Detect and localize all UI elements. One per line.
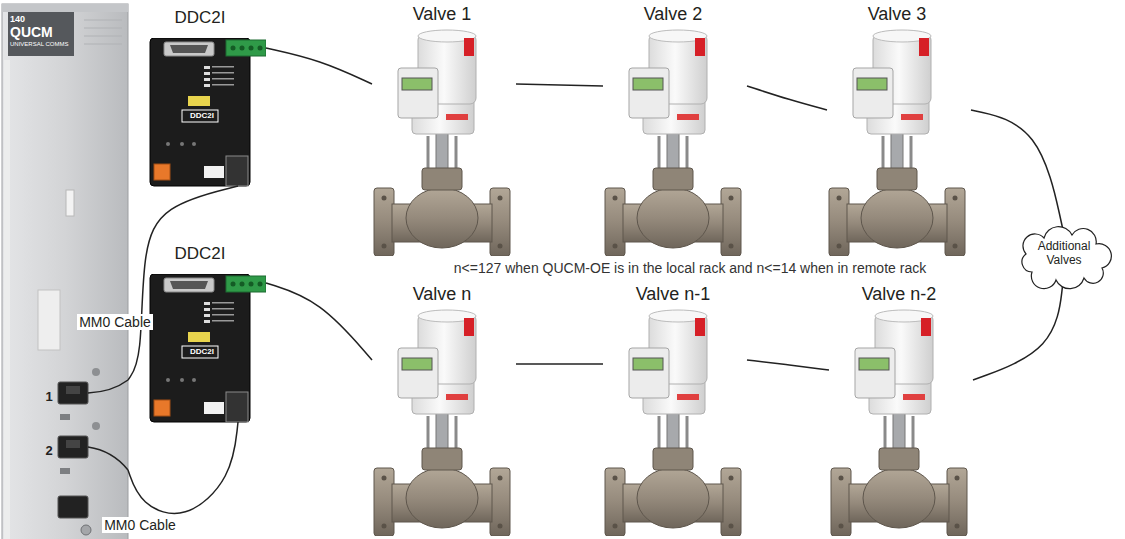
valve: Valve n (372, 284, 516, 536)
module-subtitle: UNIVERSAL COMMS (10, 41, 74, 48)
valve-drawing (829, 30, 965, 256)
cloud-label: Additional Valves (1024, 240, 1104, 268)
cable-label: MM0 Cable (77, 314, 153, 330)
valve: Valve n-2 (829, 284, 973, 536)
port-number: 2 (42, 444, 56, 459)
valve-label: Valve n-2 (829, 284, 969, 305)
wire (973, 282, 1063, 380)
cable (128, 422, 238, 513)
wire (747, 86, 827, 110)
device-badge: DDC2I (184, 347, 220, 356)
cable-label: MM0 Cable (102, 517, 178, 533)
vent-line (84, 28, 122, 29)
module-sticker (38, 290, 60, 350)
valve-drawing (831, 310, 967, 536)
rj-port (58, 382, 88, 404)
valve-label: Valve 1 (372, 4, 512, 25)
converter-device: DDC2I DDC2I (148, 8, 266, 186)
selector-switch (60, 414, 70, 420)
valve-label: Valve 3 (827, 4, 967, 25)
valve-label: Valve n-1 (603, 284, 743, 305)
module-name: QUCM (10, 24, 72, 40)
selector-switch (60, 468, 70, 474)
cloud-shape: Additional Valves (1018, 230, 1110, 282)
valve: Valve n-1 (603, 284, 747, 536)
vent-line (84, 44, 122, 45)
valve: Valve 2 (603, 4, 747, 256)
valve: Valve 1 (372, 4, 516, 256)
note-text: n<=127 when QUCM-OE is in the local rack… (452, 260, 928, 276)
wire (971, 110, 1063, 230)
cloud-path (1022, 227, 1111, 289)
valve-drawing (605, 310, 741, 536)
module-screw (81, 525, 91, 535)
module-edge (4, 60, 10, 539)
valve-drawing (605, 30, 741, 256)
vent-line (84, 36, 122, 37)
module-latch (66, 190, 74, 216)
qucm-module (2, 4, 128, 539)
mem-prot-switch (92, 422, 100, 430)
rj-port (58, 436, 88, 458)
wire (266, 48, 372, 84)
valve-label: Valve 2 (603, 4, 743, 25)
wire (266, 283, 372, 360)
device-label: DDC2I (148, 8, 252, 28)
module-label-plate (8, 12, 74, 56)
plc-module: 140QUCMUNIVERSAL COMMS 1 2 (2, 4, 128, 539)
module-top (2, 4, 128, 12)
model-number: 140 (10, 14, 72, 24)
cable-stub (88, 380, 128, 393)
ddc2i-device (150, 274, 266, 422)
valve-label: Valve n (372, 284, 512, 305)
wire (516, 84, 603, 86)
wire (516, 363, 603, 365)
rj-socket (66, 386, 80, 394)
valve: Valve 3 (827, 4, 971, 256)
ddc2i-device (150, 38, 266, 186)
ethernet-port (58, 496, 88, 518)
port-number: 1 (42, 390, 56, 405)
cable (128, 186, 238, 380)
cable-stub (88, 447, 128, 470)
module-body (2, 4, 128, 539)
device-label: DDC2I (148, 244, 252, 264)
mem-prot-switch (92, 368, 100, 376)
device-badge: DDC2I (184, 111, 220, 120)
rj-socket (66, 440, 80, 448)
wire (747, 360, 829, 370)
converter-device: DDC2I DDC2I (148, 244, 266, 422)
valve-drawing (374, 30, 510, 256)
valve-drawing (374, 310, 510, 536)
vent-line (84, 20, 122, 21)
